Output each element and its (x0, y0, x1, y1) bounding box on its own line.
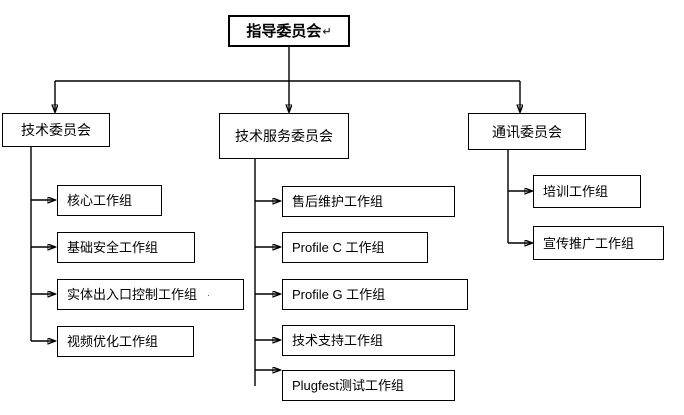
box-physical-access-control-work-group-label: 实体出入口控制工作组 (67, 287, 198, 302)
box-steering-committee[interactable]: 指导委员会↵ (228, 15, 350, 47)
box-basic-security-work-group-label: 基础安全工作组 (67, 240, 159, 255)
box-video-optimization-work-group-label: 视频优化工作组 (67, 334, 159, 349)
box-plugfest-test-work-group-label: Plugfest测试工作组 (292, 378, 404, 393)
box-steering-committee-label: 指导委员会 (246, 22, 322, 40)
box-training-work-group-label: 培训工作组 (543, 184, 609, 199)
box-publicity-promotion-work-group[interactable]: 宣传推广工作组 (533, 226, 664, 260)
box-physical-access-control-work-group[interactable]: 实体出入口控制工作组 · (57, 279, 244, 310)
box-technical-support-work-group[interactable]: 技术支持工作组 (282, 325, 455, 356)
box-plugfest-test-work-group[interactable]: Plugfest测试工作组 (282, 370, 455, 401)
box-communication-committee[interactable]: 通讯委员会 (468, 113, 586, 150)
box-basic-security-work-group[interactable]: 基础安全工作组 (57, 232, 195, 263)
box-video-optimization-work-group[interactable]: 视频优化工作组 (57, 326, 194, 357)
box-technical-committee-label: 技术委员会 (21, 122, 91, 138)
box-technical-service-committee[interactable]: 技术服务委员会 (219, 113, 349, 159)
box-profile-g-work-group-label: Profile G 工作组 (292, 287, 386, 302)
box-profile-g-work-group[interactable]: Profile G 工作组 (282, 279, 468, 310)
box-technical-support-work-group-label: 技术支持工作组 (292, 333, 384, 348)
box-profile-c-work-group[interactable]: Profile C 工作组 (282, 232, 428, 263)
box-after-sales-maintenance-work-group[interactable]: 售后维护工作组 (282, 186, 455, 217)
box-technical-committee[interactable]: 技术委员会 (2, 113, 110, 147)
box-core-work-group-label: 核心工作组 (67, 193, 133, 208)
return-mark-icon: ↵ (322, 25, 332, 38)
tick-mark-icon: · (207, 289, 211, 300)
box-profile-c-work-group-label: Profile C 工作组 (292, 240, 385, 255)
box-communication-committee-label: 通讯委员会 (492, 123, 562, 140)
box-technical-service-committee-label: 技术服务委员会 (235, 128, 333, 144)
box-publicity-promotion-work-group-label: 宣传推广工作组 (543, 235, 635, 251)
box-core-work-group[interactable]: 核心工作组 (57, 185, 162, 216)
box-training-work-group[interactable]: 培训工作组 (533, 175, 641, 208)
box-after-sales-maintenance-work-group-label: 售后维护工作组 (292, 194, 384, 209)
